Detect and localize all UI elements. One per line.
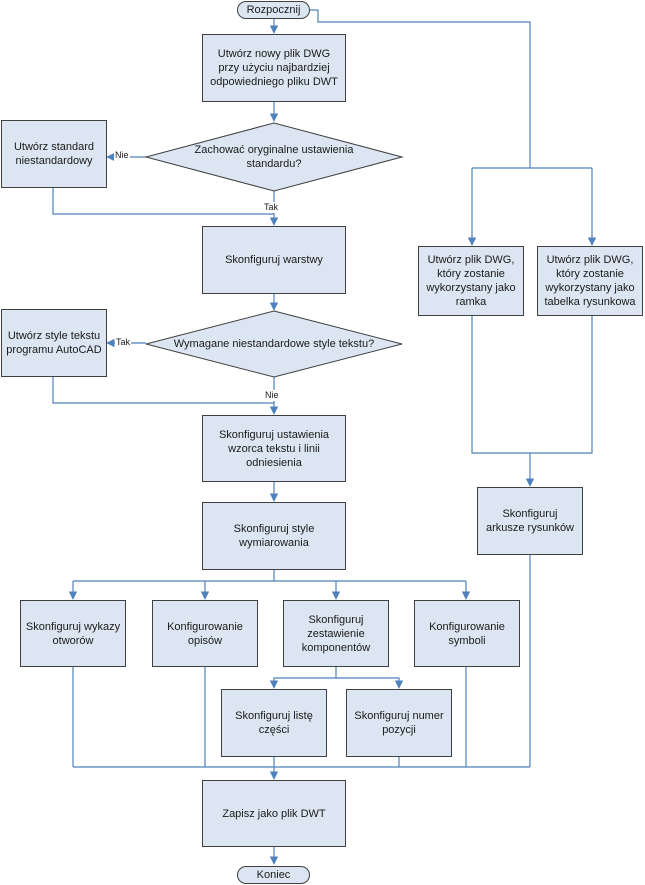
- frame-dwg-box: Utwórz plik DWG, który zostanie wykorzys…: [418, 246, 524, 316]
- label-keep-no: Nie: [114, 150, 130, 161]
- parts-list-box: Skonfiguruj listę części: [221, 689, 327, 757]
- create-standard-box: Utwórz standard niestandardowy: [1, 120, 107, 188]
- connector-start-right-branch: [310, 9, 531, 168]
- label-keep-yes: Tak: [263, 202, 280, 213]
- end-terminal: Koniec: [237, 866, 310, 884]
- save-dwt-box: Zapisz jako plik DWT: [202, 780, 346, 847]
- symbols-box: Konfigurowanie symboli: [414, 600, 520, 667]
- create-dwg-box: Utwórz nowy plik DWG przy użyciu najbard…: [202, 34, 346, 102]
- decision-keep-diamond: [144, 122, 404, 192]
- connector-textstyles-merge: [52, 377, 274, 404]
- sheets-box: Skonfiguruj arkusze rysunków: [477, 487, 583, 555]
- create-text-styles-box: Utwórz style tekstu programu AutoCAD: [1, 309, 107, 377]
- connector-components-split: [269, 667, 337, 689]
- label-styles-no: Nie: [264, 390, 280, 401]
- components-box: Skonfiguruj zestawienie komponentów: [283, 600, 389, 667]
- connector-frame-down: [471, 316, 530, 454]
- item-number-box: Skonfiguruj numer pozycji: [346, 689, 452, 757]
- dim-styles-box: Skonfiguruj style wymiarowania: [202, 502, 346, 570]
- connector-standard-merge: [52, 188, 274, 215]
- annotations-box: Konfigurowanie opisów: [152, 600, 258, 667]
- decision-styles-diamond: [145, 310, 403, 378]
- hole-tables-box: Skonfiguruj wykazy otworów: [20, 600, 126, 667]
- layers-box: Skonfiguruj warstwy: [202, 226, 346, 294]
- label-styles-yes: Tak: [115, 337, 132, 348]
- start-terminal: Rozpocznij: [237, 1, 310, 19]
- leader-settings-box: Skonfiguruj ustawienia wzorca tekstu i l…: [202, 415, 346, 482]
- title-block-dwg-box: Utwórz plik DWG, który zostanie wykorzys…: [537, 246, 643, 316]
- connector-components-split-right: [336, 677, 404, 689]
- connector-titleblock-down: [530, 316, 593, 454]
